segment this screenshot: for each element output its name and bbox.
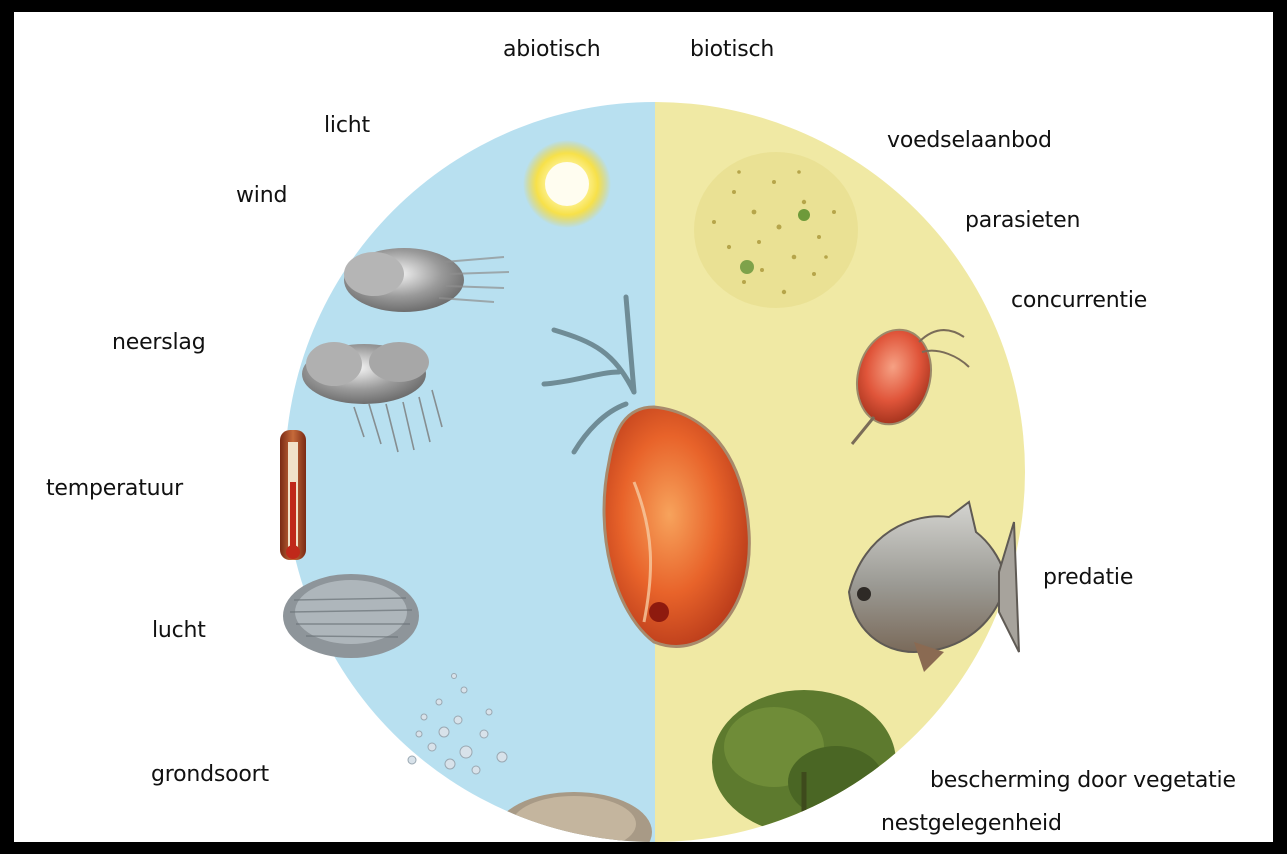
label-voedselaanbod: voedselaanbod bbox=[887, 128, 1052, 153]
label-grondsoort: grondsoort bbox=[151, 762, 269, 787]
label-wind: wind bbox=[236, 183, 287, 208]
label-nestgelegenheid: nestgelegenheid bbox=[881, 811, 1062, 836]
label-concurrentie: concurrentie bbox=[1011, 288, 1147, 313]
label-predatie: predatie bbox=[1043, 565, 1133, 590]
header-abiotic: abiotisch bbox=[503, 37, 600, 62]
thermometer-icon bbox=[280, 430, 306, 560]
label-neerslag: neerslag bbox=[112, 330, 205, 355]
food-particles-icon bbox=[694, 152, 858, 308]
label-licht: licht bbox=[324, 113, 370, 138]
label-bescherming: bescherming door vegetatie bbox=[930, 768, 1236, 793]
label-temperatuur: temperatuur bbox=[46, 476, 183, 501]
label-parasieten: parasieten bbox=[965, 208, 1080, 233]
header-biotic: biotisch bbox=[690, 37, 774, 62]
factor-circle bbox=[14, 12, 1273, 842]
air-cloud-icon bbox=[283, 574, 419, 658]
diagram-frame: abiotisch biotisch licht wind neerslag t… bbox=[14, 12, 1273, 842]
sun-icon bbox=[523, 140, 611, 228]
label-lucht: lucht bbox=[152, 618, 206, 643]
